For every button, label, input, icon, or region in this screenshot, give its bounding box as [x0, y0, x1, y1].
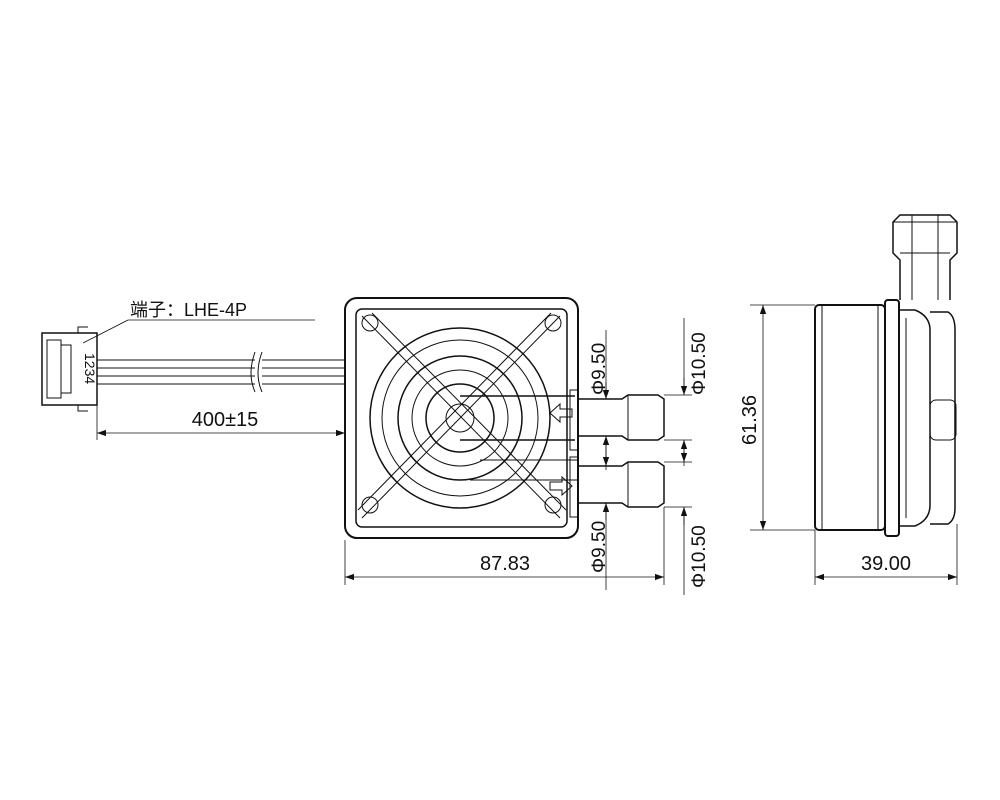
- lower-outer-diameter-label: Φ10.50: [689, 525, 710, 588]
- body-width-dimension: 87.83: [344, 507, 665, 585]
- connector-lhe-4p: 1234: [41, 326, 98, 412]
- upper-inner-diameter-label: Φ9.50: [589, 343, 610, 395]
- body-height-label: 61.36: [739, 395, 761, 445]
- cable-wires: [97, 351, 345, 393]
- side-depth-dimension: 39.00: [814, 524, 958, 585]
- connector-leader: 端子：LHE-4P: [82, 300, 315, 344]
- upper-nozzle-dimensions: Φ9.50 Φ10.50: [589, 318, 710, 470]
- connector-label: 端子：LHE-4P: [130, 300, 247, 320]
- lower-nozzle-dimensions: Φ9.50 Φ10.50: [589, 445, 710, 595]
- cable-length-dimension: 400±15: [96, 400, 346, 440]
- upper-outer-diameter-label: Φ10.50: [689, 332, 710, 395]
- side-depth-label: 39.00: [861, 553, 911, 575]
- lower-inner-diameter-label: Φ9.50: [589, 521, 610, 573]
- lower-nozzle: [569, 456, 665, 518]
- pump-side-view: [814, 214, 958, 537]
- body-width-label: 87.83: [480, 553, 530, 575]
- cable-length-label: 400±15: [192, 409, 259, 431]
- pump-front-view: [344, 297, 579, 539]
- body-height-dimension: 61.36: [739, 304, 815, 531]
- upper-nozzle: [569, 389, 665, 451]
- connector-pin-numbers: 1234: [82, 353, 98, 384]
